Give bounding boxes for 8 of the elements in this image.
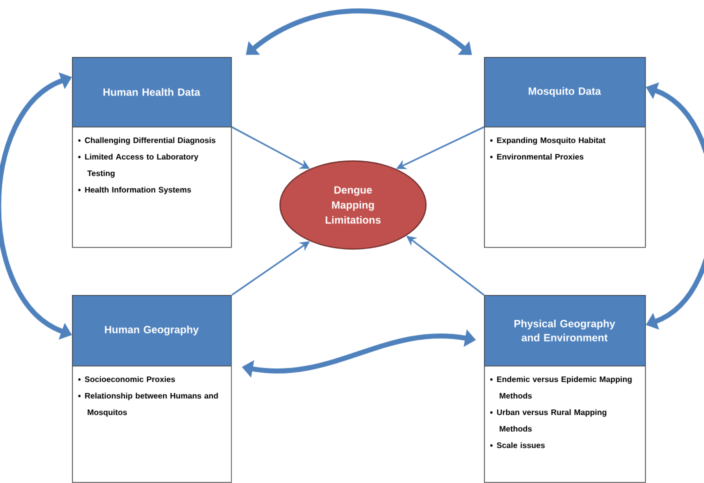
heading: Physical Geography and Environment bbox=[514, 320, 616, 342]
bullet-list: Endemic versus Epidemic Mapping Methods Urban versus Rural Mapping Methods Scale issues bbox=[490, 376, 632, 448]
bullet-list: Socioeconomic Proxies Relationship between Humans and Mosquitos bbox=[78, 376, 218, 417]
heading: Human Health Data bbox=[104, 88, 200, 96]
heading: Human Geography bbox=[104, 326, 199, 336]
bullet-list: Challenging Differential Diagnosis Limited Access to Laboratory Testing Health Information Systems bbox=[78, 137, 216, 194]
bullet-list: Expanding Mosquito Habitat Environmental Proxies bbox=[490, 137, 606, 160]
heading: Mosquito Data bbox=[528, 87, 602, 97]
